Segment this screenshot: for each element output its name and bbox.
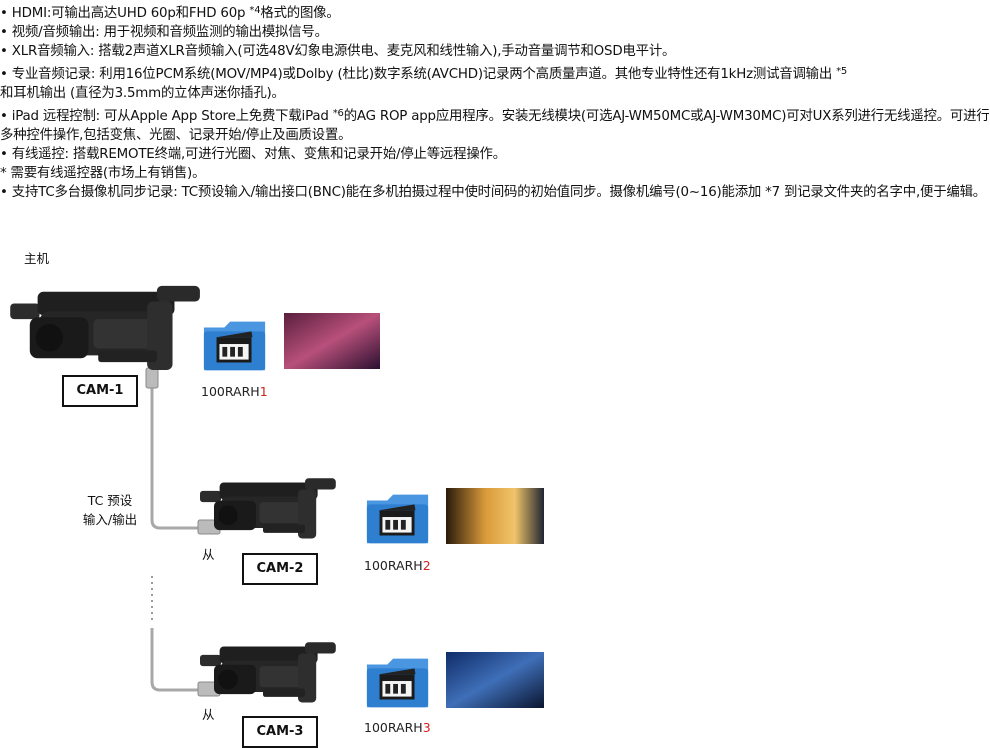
master-label: 主机: [24, 251, 50, 266]
folder-label-1: 100RARH1: [201, 384, 268, 399]
folder-label-2: 100RARH2: [364, 558, 431, 573]
tc-label-line1: TC 预设: [87, 493, 133, 508]
bullet-pro-audio: • 专业音频记录: 利用16位PCM系统(MOV/MP4)或Dolby (杜比)…: [0, 65, 990, 84]
bullet-remote: • 有线遥控: 搭载REMOTE终端,可进行光圈、对焦、变焦和记录开始/停止等远…: [0, 147, 506, 162]
folder-prefix: 100RARH: [201, 384, 260, 399]
bullet-hdmi: • HDMI:可输出高达UHD 60p和FHD 60p *4格式的图像。: [0, 4, 990, 23]
tc-cable-1: [150, 385, 205, 530]
folder-icon: [203, 321, 266, 371]
folder-label-3: 100RARH3: [364, 720, 431, 735]
bullet-ipad: • iPad 远程控制: 可从Apple App Store上免费下载iPad …: [0, 107, 990, 145]
folder-number: 1: [259, 384, 268, 399]
bnc-connector-icon: [145, 367, 159, 389]
tc-cable-2: [150, 628, 205, 692]
footnote-6: *6: [332, 108, 344, 119]
bullet-pro-audio-tail: 和耳机输出 (直径为3.5mm的立体声迷你插孔)。: [0, 86, 285, 101]
bullet-remote-note: * 需要有线遥控器(市场上有销售)。: [0, 166, 206, 181]
video-thumbnail-1: [284, 313, 380, 369]
video-thumbnail-2: [446, 488, 544, 544]
slave-label-2: 从: [202, 707, 215, 722]
bullet-hdmi-text: • HDMI:可输出高达UHD 60p和FHD 60p: [0, 6, 250, 21]
folder-number: 2: [422, 558, 431, 573]
folder-icon: [366, 658, 429, 708]
bullet-xlr: • XLR音频输入: 搭载2声道XLR音频输入(可选48V幻象电源供电、麦克风和…: [0, 44, 676, 59]
cam-1-label: CAM-1: [62, 375, 138, 407]
folder-prefix: 100RARH: [364, 720, 423, 735]
bullet-ipad-text: • iPad 远程控制: 可从Apple App Store上免费下载iPad: [0, 109, 333, 124]
bullet-ipad-tail: 的AG ROP app应用程序。安装无线模块(可选AJ-WM50MC或AJ-WM…: [0, 109, 990, 143]
camcorder-icon: [200, 642, 336, 703]
multi-camera-diagram: 主机: [10, 251, 544, 748]
slave-label-1: 从: [202, 547, 215, 562]
camcorder-icon: [200, 478, 336, 539]
bullet-hdmi-tail: 格式的图像。: [260, 6, 340, 21]
feature-list: • HDMI:可输出高达UHD 60p和FHD 60p *4格式的图像。 • 视…: [0, 4, 990, 202]
bullet-pro-audio-text: • 专业音频记录: 利用16位PCM系统(MOV/MP4)或Dolby (杜比)…: [0, 67, 837, 82]
folder-icon: [366, 494, 429, 544]
bullet-video-audio: • 视频/音频输出: 用于视频和音频监测的输出模拟信号。: [0, 25, 328, 40]
diagram-graphics: [10, 285, 544, 708]
tc-label-line2: 输入/输出: [82, 512, 138, 527]
footnote-5: *5: [836, 66, 848, 77]
bullet-tc: • 支持TC多台摄像机同步记录: TC预设输入/输出接口(BNC)能在多机拍摄过…: [0, 185, 986, 200]
folder-number: 3: [422, 720, 431, 735]
footnote-4: *4: [249, 5, 261, 16]
cam-3-label: CAM-3: [242, 716, 318, 748]
video-thumbnail-3: [446, 652, 544, 708]
cam-2-label: CAM-2: [242, 553, 318, 585]
camcorder-icon: [10, 285, 200, 370]
tc-label: TC 预设 输入/输出: [82, 490, 138, 528]
folder-prefix: 100RARH: [364, 558, 423, 573]
